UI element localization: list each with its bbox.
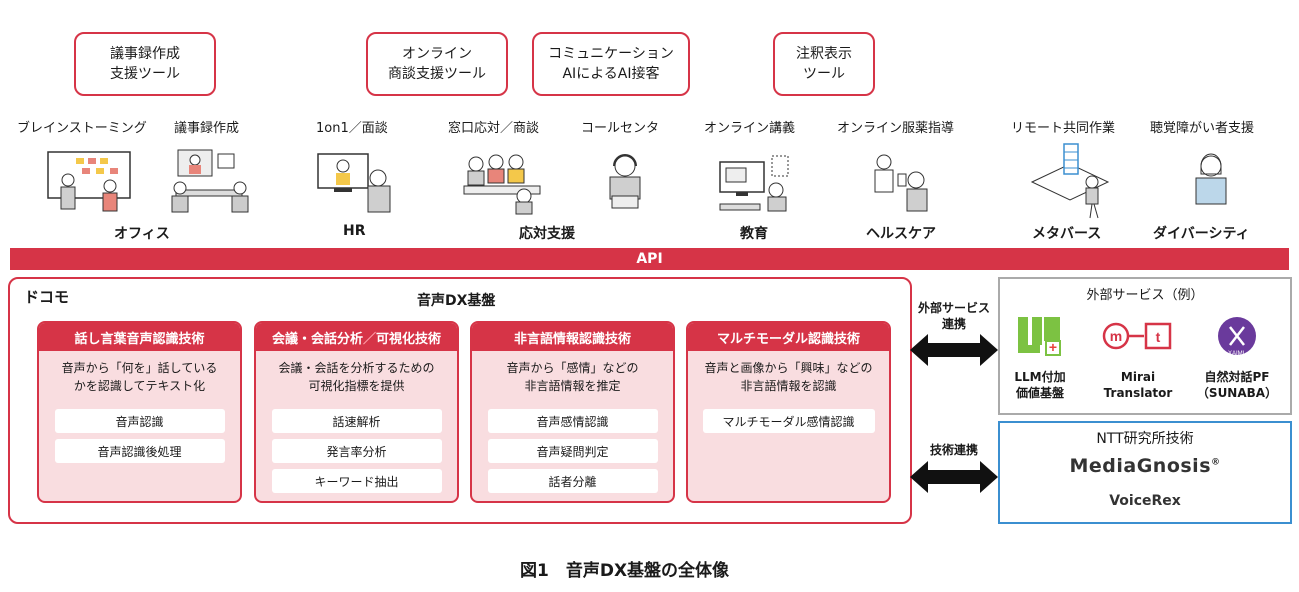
- category-hr: HR: [343, 223, 366, 239]
- panel-nonverbal-recognition: 非言語情報認識技術 音声から「感情」などの 非言語情報を推定 音声感情認識 音声…: [470, 321, 675, 503]
- minutes-meeting-illustration: [171, 149, 249, 213]
- tool-ai-customer-service: コミュニケーション AIによるAI接客: [532, 32, 690, 96]
- panel-description: 音声から「何を」話している かを認識してテキスト化: [61, 361, 218, 393]
- tech-item: 音声疑問判定: [487, 439, 658, 463]
- panel-title: 非言語情報認識技術: [472, 323, 673, 351]
- category-education: 教育: [740, 226, 768, 242]
- panel-speech-recognition: 話し言葉音声認識技術 音声から「何を」話している かを認識してテキスト化 音声認…: [37, 321, 242, 503]
- scenario-minutes: 議事録作成: [174, 121, 240, 136]
- tool-annotation: 注釈表示 ツール: [773, 32, 875, 96]
- svg-text:m: m: [1110, 328, 1122, 344]
- tech-item: 音声感情認識: [487, 409, 658, 433]
- trademark-mark: ®: [1211, 457, 1221, 468]
- api-label: API: [636, 251, 663, 267]
- scenario-remote-work: リモート共同作業: [1011, 121, 1116, 136]
- llm-logo-icon: +: [1016, 315, 1064, 357]
- panel-title: マルチモーダル認識技術: [688, 323, 889, 351]
- tech-item: 発言率分析: [271, 439, 442, 463]
- panel-title: 会議・会話分析／可視化技術: [256, 323, 457, 351]
- scenario-brainstorming: ブレインストーミング: [17, 121, 147, 136]
- tech-item: 話者分離: [487, 469, 658, 493]
- tool-online-negotiation: オンライン 商談支援ツール: [366, 32, 508, 96]
- metaverse-illustration: [1030, 143, 1110, 219]
- panel-description: 音声から「感情」などの 非言語情報を推定: [506, 361, 639, 393]
- scenario-1on1: 1on1／面談: [316, 121, 388, 136]
- ntt-research-box: [998, 421, 1292, 524]
- mediagnosis-logo: MediaGnosis®: [998, 455, 1292, 477]
- panel-conversation-analysis: 会議・会話分析／可視化技術 会議・会話を分析するための 可視化指標を提供 話速解…: [254, 321, 459, 503]
- double-arrow-icon: [910, 461, 998, 493]
- figure-caption: 図1 音声DX基盤の全体像: [520, 561, 730, 581]
- external-link-label: 外部サービス 連携: [917, 301, 990, 331]
- svg-text:XAIML: XAIML: [1228, 351, 1247, 357]
- category-healthcare: ヘルスケア: [866, 226, 936, 242]
- sunaba-service-label: 自然対話PF （SUNABA）: [1196, 370, 1278, 400]
- panel-description: 音声と画像から「興味」などの 非言語情報を認識: [704, 361, 873, 393]
- mediagnosis-name: MediaGnosis: [1069, 455, 1212, 477]
- mirai-service-label: Mirai Translator: [1103, 370, 1173, 400]
- voicerex-label: VoiceRex: [1109, 493, 1181, 509]
- panel-description: 会議・会話を分析するための 可視化指標を提供: [278, 361, 435, 393]
- svg-text:+: +: [1049, 339, 1057, 355]
- scenario-hearing-support: 聴覚障がい者支援: [1150, 121, 1255, 136]
- svg-text:t: t: [1156, 329, 1161, 345]
- counter-illustration: [463, 154, 541, 215]
- panel-title-separator: ／: [362, 331, 376, 347]
- docomo-label: ドコモ: [24, 288, 70, 306]
- scenario-callcenter: コールセンタ: [581, 121, 660, 136]
- callcenter-illustration: [609, 154, 641, 209]
- ntt-title: NTT研究所技術: [1096, 431, 1194, 447]
- hearing-support-illustration: [1195, 153, 1227, 205]
- tech-item: キーワード抽出: [271, 469, 442, 493]
- scenario-counter: 窓口応対／商談: [448, 121, 540, 136]
- tech-item: 音声認識後処理: [54, 439, 225, 463]
- category-customer-support: 応対支援: [519, 226, 575, 242]
- tech-item: マルチモーダル感情認識: [702, 409, 875, 433]
- panel-title-part-b: 可視化技術: [376, 331, 442, 347]
- brainstorm-illustration: [47, 151, 131, 212]
- category-metaverse: メタバース: [1032, 226, 1102, 242]
- tech-item: 話速解析: [271, 409, 442, 433]
- one-on-one-illustration: [317, 153, 391, 213]
- external-services-title: 外部サービス（例）: [1086, 288, 1204, 303]
- api-bar: API: [10, 248, 1289, 270]
- tool-minutes-support: 議事録作成 支援ツール: [74, 32, 216, 96]
- tech-item: 音声認識: [54, 409, 225, 433]
- sunaba-logo-icon: XAIML: [1214, 315, 1260, 359]
- double-arrow-icon: [910, 334, 998, 366]
- category-office: オフィス: [114, 226, 170, 242]
- medication-illustration: [874, 154, 928, 212]
- tech-link-label: 技術連携: [929, 443, 978, 457]
- panel-title: 話し言葉音声認識技術: [39, 323, 240, 351]
- category-diversity: ダイバーシティ: [1153, 226, 1250, 242]
- llm-service-label: LLM付加 価値基盤: [1014, 370, 1066, 400]
- platform-title: 音声DX基盤: [417, 293, 496, 309]
- panel-title-part-a: 会議・会話分析: [271, 331, 363, 347]
- online-lecture-illustration: [719, 155, 789, 212]
- panel-multimodal-recognition: マルチモーダル認識技術 音声と画像から「興味」などの 非言語情報を認識 マルチモ…: [686, 321, 891, 503]
- scenario-medication: オンライン服薬指導: [837, 121, 955, 136]
- mirai-translator-logo-icon: m t: [1100, 322, 1176, 350]
- scenario-online-lecture: オンライン講義: [704, 121, 796, 136]
